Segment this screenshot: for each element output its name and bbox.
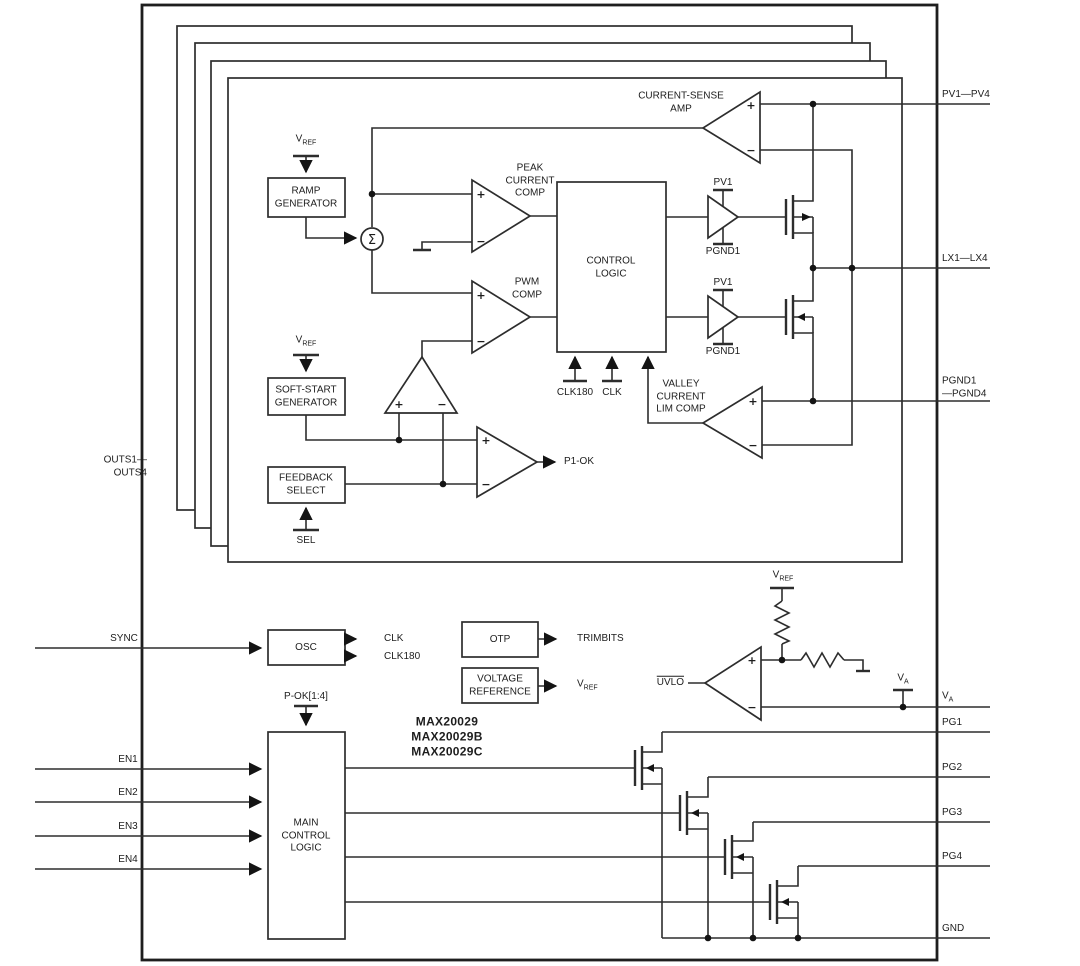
pin-en1: EN1: [118, 753, 138, 765]
vref-divider-label: VREF: [772, 569, 794, 583]
pin-en3: EN3: [118, 820, 138, 832]
valley-current-lim-comp-triangle: [701, 385, 763, 460]
pin-pg3: PG3: [942, 806, 963, 818]
current-sense-amp-triangle: [701, 90, 761, 165]
vref-softstart-label: VREF: [295, 334, 317, 348]
driver2-pv1-label: PV1: [713, 276, 733, 288]
soft-start-generator-box: [267, 377, 346, 416]
output-stage-mosfets: [633, 731, 990, 939]
pin-va: VA: [942, 690, 954, 704]
sel-label: SEL: [296, 534, 316, 546]
pin-pg1: PG1: [942, 716, 963, 728]
ramp-generator-label: RAMP GENERATOR: [274, 185, 338, 210]
svg-text:+: +: [481, 434, 490, 447]
svg-text:−: −: [476, 235, 485, 248]
svg-text:−: −: [746, 144, 755, 157]
svg-text:+: +: [476, 188, 485, 201]
svg-text:+: +: [748, 395, 757, 408]
svg-text:−: −: [476, 335, 485, 348]
svg-text:−: −: [437, 398, 446, 411]
pin-pg2: PG2: [942, 761, 963, 773]
error-amp-triangle: [383, 355, 459, 414]
soft-start-generator-label: SOFT-START GENERATOR: [274, 384, 338, 409]
part-number-3: MAX20029C: [411, 744, 483, 759]
pin-sync: SYNC: [110, 632, 138, 644]
driver2-pgnd1-label: PGND1: [705, 345, 741, 357]
otp-label: OTP: [489, 633, 511, 645]
svg-text:−: −: [748, 439, 757, 452]
va-tap-label: VA: [897, 672, 909, 686]
svg-text:+: +: [476, 289, 485, 302]
feedback-select-box: [267, 466, 346, 504]
svg-text:−: −: [481, 478, 490, 491]
driver1-pgnd1-label: PGND1: [705, 245, 741, 257]
sigma-symbol: Σ: [368, 233, 376, 248]
clk180-in-label: CLK180: [556, 386, 594, 398]
clk-out-label: CLK: [384, 632, 404, 644]
pin-en4: EN4: [118, 853, 138, 865]
pin-lx: LX1—LX4: [942, 252, 988, 264]
pok-label: P-OK[1:4]: [284, 690, 328, 702]
clk180-out-label: CLK180: [384, 650, 421, 662]
control-logic-label: CONTROL LOGIC: [586, 255, 636, 280]
signal-taps: [293, 154, 913, 708]
svg-text:+: +: [747, 654, 756, 667]
svg-text:−: −: [747, 701, 756, 714]
svg-text:+: +: [746, 99, 755, 112]
trimbits-label: TRIMBITS: [577, 632, 624, 644]
vref-ramp-label: VREF: [295, 133, 317, 147]
p1ok-label: P1-OK: [564, 455, 595, 467]
valley-current-lim-comp-label: VALLEY CURRENT LIM COMP: [656, 378, 706, 415]
voltage-reference-box: [461, 667, 539, 704]
pin-outs: OUTS1— OUTS4: [103, 454, 147, 479]
pwm-comp-label: PWM COMP: [512, 276, 542, 301]
polarity-marks: + − + − + − + − + − + − + − Σ: [368, 99, 758, 714]
svg-text:+: +: [394, 398, 403, 411]
osc-box: [267, 629, 346, 666]
uvlo-label: UVLO: [656, 676, 684, 688]
channel-mosfets: [784, 104, 814, 401]
pin-pv: PV1—PV4: [942, 88, 990, 100]
clk-in-label: CLK: [602, 386, 622, 398]
otp-box: [461, 621, 539, 658]
peak-current-comp-label: PEAK CURRENT COMP: [505, 162, 555, 199]
pin-pg4: PG4: [942, 850, 963, 862]
voltage-reference-label: VOLTAGE REFERENCE: [469, 673, 531, 698]
pin-pgnd: PGND1 —PGND4: [942, 375, 987, 400]
driver1-pv1-label: PV1: [713, 176, 733, 188]
control-logic-box: [556, 181, 667, 353]
main-control-logic-box: [267, 731, 346, 940]
peak-current-comp-triangle: [471, 178, 532, 254]
osc-label: OSC: [295, 641, 317, 653]
part-number-1: MAX20029: [415, 714, 479, 729]
main-control-logic-label: MAIN CONTROL LOGIC: [281, 817, 331, 854]
p1ok-comp-triangle: [476, 425, 539, 499]
pin-en2: EN2: [118, 786, 138, 798]
current-sense-amp-label: CURRENT-SENSE AMP: [638, 90, 724, 115]
part-number-2: MAX20029B: [411, 729, 483, 744]
chip-border: [140, 3, 939, 962]
pin-gnd: GND: [942, 922, 965, 934]
junction-dots: [368, 100, 907, 942]
pwm-comp-triangle: [471, 279, 532, 355]
bottom-wires: [35, 588, 990, 903]
vref-out-label: VREF: [577, 678, 598, 692]
feedback-select-label: FEEDBACK SELECT: [279, 472, 333, 497]
uvlo-comp-triangle: [703, 645, 762, 722]
